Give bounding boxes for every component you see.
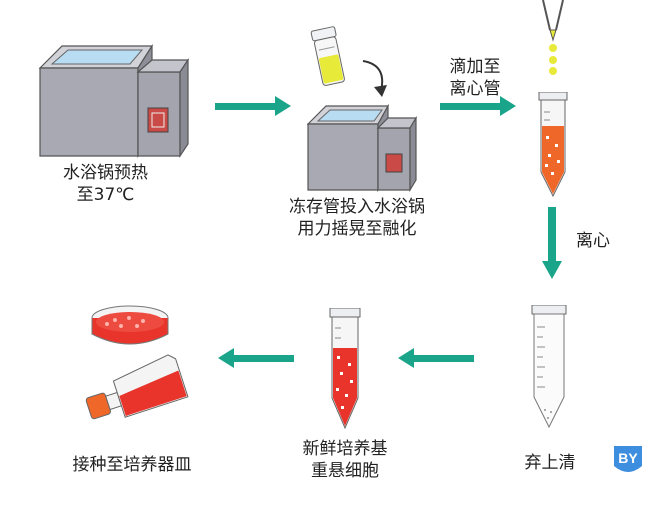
badge-text: BY (618, 450, 638, 466)
water-bath-preheat (38, 43, 190, 158)
watermark-badge: BY (612, 444, 644, 478)
petri-dish-icon (91, 305, 169, 345)
arrow-left-2 (218, 348, 294, 368)
step-discard-label: 弃上清 (524, 453, 576, 473)
step-preheat-label: 水浴锅预热 至37℃ (63, 163, 148, 205)
step-thaw-label: 冻存管投入水浴锅 用力摇晃至融化 (289, 197, 425, 239)
centrifuge-tube-empty (531, 305, 567, 429)
step-resuspend-label: 新鲜培养基 重悬细胞 (302, 439, 388, 481)
arrow-right-1 (215, 96, 291, 116)
cryovial-icon (310, 26, 345, 86)
badge-shield-icon (614, 446, 642, 472)
step-drip-label: 滴加至 离心管 (449, 57, 501, 99)
curved-arrow-icon (362, 60, 387, 97)
step-centrifuge-label: 离心 (576, 231, 610, 251)
centrifuge-tube-red (329, 308, 361, 430)
culture-flask-icon (85, 354, 189, 420)
arrow-down (542, 207, 562, 279)
pipette-icon (542, 0, 564, 75)
water-bath-thaw (306, 103, 418, 192)
arrow-left-1 (398, 348, 474, 368)
step-inoculate-label: 接种至培养器皿 (72, 455, 192, 475)
arrow-right-2 (440, 96, 516, 116)
centrifuge-tube-orange (538, 92, 568, 198)
